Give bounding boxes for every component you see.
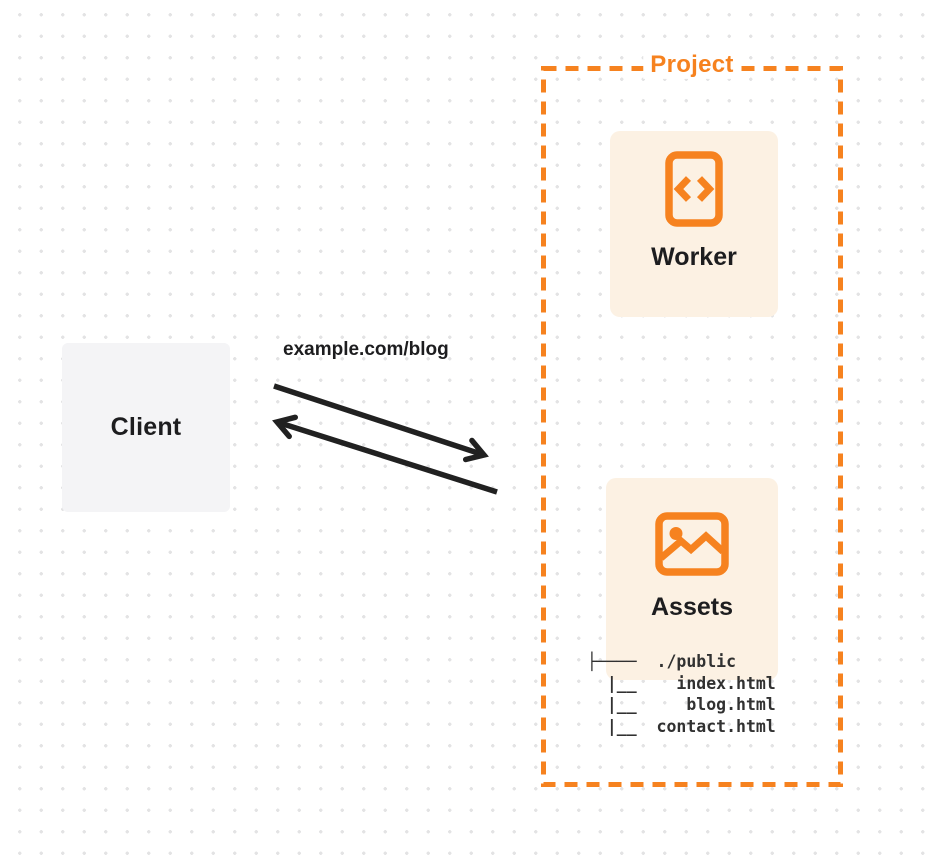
code-document-icon	[665, 151, 723, 227]
worker-label: Worker	[651, 243, 737, 271]
worker-node: Worker	[610, 131, 778, 317]
tree-line-contact: |__ contact.html	[587, 716, 776, 736]
project-container: Project Worker Assets ├──── ./public |__…	[541, 50, 843, 787]
request-url-label: example.com/blog	[283, 339, 449, 360]
client-label: Client	[110, 413, 182, 441]
response-arrow	[272, 414, 498, 495]
tree-line-blog: |__ blog.html	[587, 695, 776, 714]
tree-line-public: ├──── ./public	[587, 652, 737, 671]
assets-label: Assets	[651, 593, 733, 621]
assets-node: Assets	[606, 478, 778, 680]
client-node: Client	[62, 343, 230, 512]
tree-line-index: |__ index.html	[587, 673, 776, 693]
project-label: Project	[643, 50, 741, 79]
request-arrow	[273, 383, 489, 463]
image-icon	[655, 512, 729, 576]
assets-file-tree: ├──── ./public |__ index.html |__ blog.h…	[587, 651, 776, 737]
